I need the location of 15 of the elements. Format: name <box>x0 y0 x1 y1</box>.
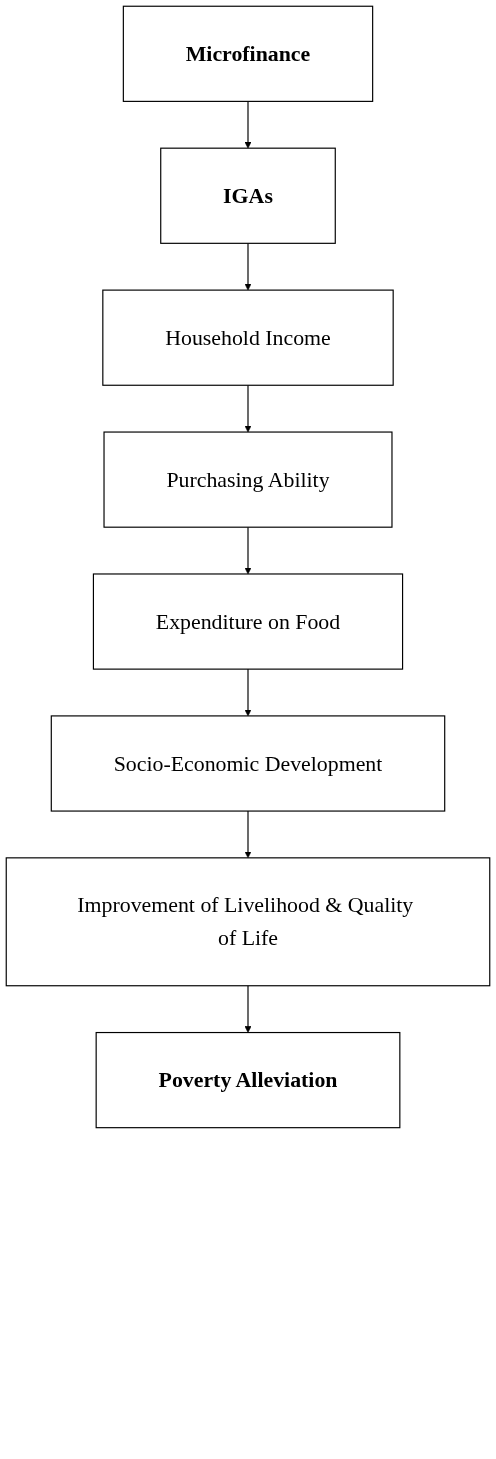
node-box: Household Income <box>102 289 394 386</box>
arrow <box>244 384 252 433</box>
arrow <box>244 668 252 717</box>
node-box: Poverty Alleviation <box>95 1031 401 1129</box>
arrow <box>244 100 252 149</box>
node-box: Purchasing Ability <box>103 431 393 528</box>
arrow <box>244 242 252 291</box>
arrow <box>244 985 252 1033</box>
node-box: IGAs <box>160 147 336 244</box>
node-box: Socio-Economic Development <box>50 715 446 812</box>
node-box: Expenditure on Food <box>92 573 404 670</box>
node-box: Microfinance <box>122 5 374 102</box>
arrow <box>244 526 252 575</box>
arrow <box>244 810 252 859</box>
node-box: Improvement of Livelihood & Quality of Life <box>5 857 491 987</box>
